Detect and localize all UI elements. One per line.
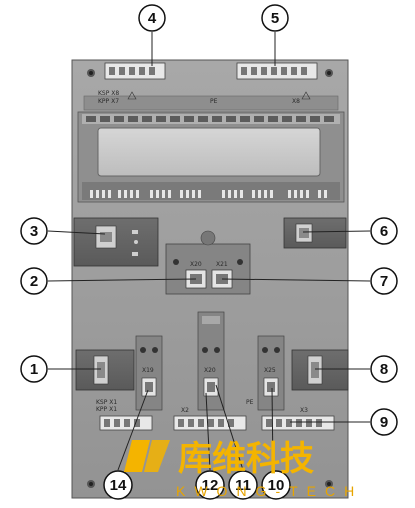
ethernet-module: X20 X21: [165, 230, 251, 295]
bus-module-right: X25: [257, 335, 285, 411]
label-x21-port: X21: [216, 261, 228, 268]
callout-3: 3: [20, 217, 48, 245]
callout-8: 8: [370, 355, 398, 383]
svg-text:11: 11: [235, 477, 251, 494]
callout-4: 4: [138, 4, 166, 32]
callout-10: 10: [261, 470, 291, 500]
callout-14: 14: [103, 470, 133, 500]
label-kpp-x1: KPP X1: [96, 406, 117, 413]
callout-7: 7: [370, 267, 398, 295]
svg-text:5: 5: [271, 10, 279, 27]
usb-port-module: [73, 217, 159, 267]
svg-text:6: 6: [380, 223, 388, 240]
watermark-en: KWONG-TECH: [176, 483, 363, 499]
service-port-module: [283, 217, 347, 249]
label-kpp-x7: KPP X7: [98, 98, 119, 105]
svg-text:14: 14: [110, 477, 127, 494]
label-ksp-x8: KSP X8: [98, 90, 119, 97]
terminal-block-x8: [236, 62, 318, 80]
svg-text:10: 10: [268, 477, 285, 494]
svg-text:1: 1: [30, 361, 38, 378]
label-x19: X19: [142, 367, 154, 374]
svg-text:2: 2: [30, 273, 38, 290]
watermark-logo: 库维科技 KWONG-TECH: [124, 439, 363, 499]
svg-text:9: 9: [380, 414, 388, 431]
callout-2: 2: [20, 267, 48, 295]
terminal-block-x2: [173, 415, 247, 431]
terminal-block-x1: [99, 415, 153, 431]
label-x20b: X20: [204, 367, 216, 374]
bus-module-left: X19: [135, 335, 163, 411]
label-x25: X25: [264, 367, 276, 374]
slot-module-left: [75, 349, 135, 391]
svg-text:4: 4: [148, 10, 157, 27]
slot-module-right: [291, 349, 349, 391]
svg-text:7: 7: [380, 273, 388, 290]
bus-module-center: X20: [197, 311, 225, 411]
callout-9: 9: [370, 408, 398, 436]
callout-11: 11: [228, 470, 258, 500]
callout-1: 1: [20, 355, 48, 383]
terminal-block-x3: [261, 415, 335, 431]
callout-markers: 4 5 3 6 2 7 1 8 9 14 12 11 10: [20, 4, 398, 500]
display-module: [77, 111, 345, 203]
warning-icon: [127, 91, 311, 100]
label-ksp-x1: KSP X1: [96, 399, 117, 406]
terminal-block-x7: [104, 62, 166, 80]
label-x8: X8: [292, 98, 300, 105]
leader-lines: [47, 32, 371, 471]
label-x3: X3: [300, 407, 308, 414]
label-x20-port: X20: [190, 261, 202, 268]
callout-5: 5: [261, 4, 289, 32]
label-x2: X2: [181, 407, 189, 414]
callout-6: 6: [370, 217, 398, 245]
label-pe-top: PE: [210, 98, 218, 105]
watermark-cn: 库维科技: [178, 439, 314, 479]
svg-text:8: 8: [380, 361, 388, 378]
label-pe-bottom: PE: [246, 399, 254, 406]
svg-text:3: 3: [30, 223, 38, 240]
callout-12: 12: [195, 470, 225, 500]
svg-text:12: 12: [202, 477, 219, 494]
